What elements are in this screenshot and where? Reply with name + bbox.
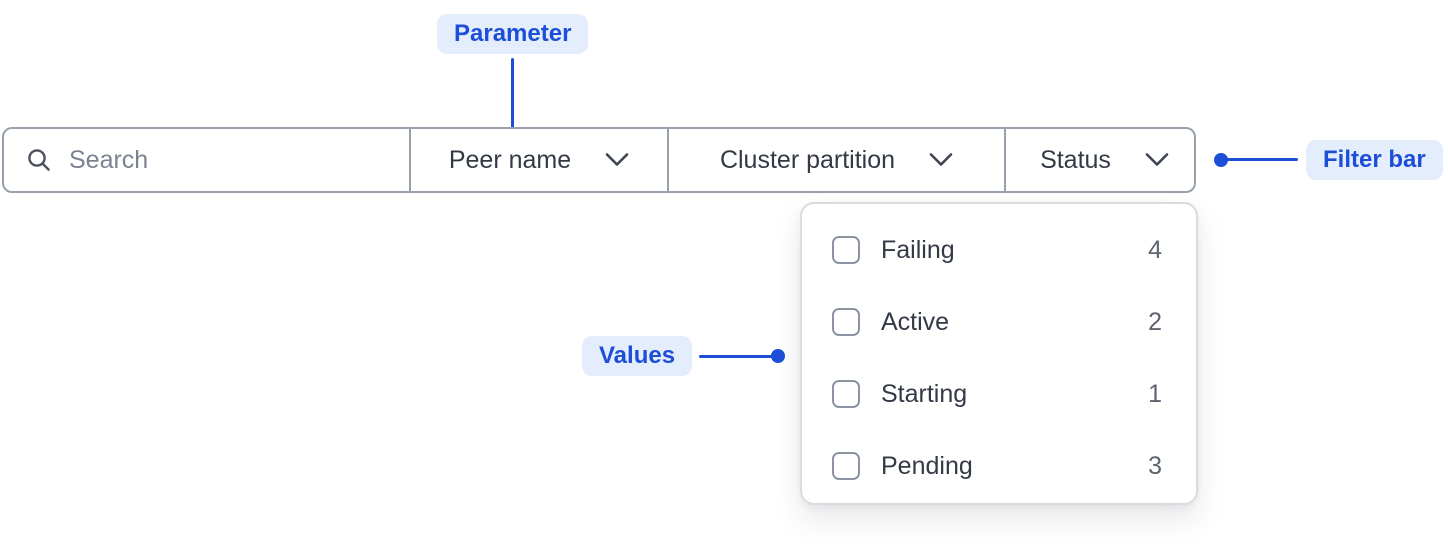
status-dropdown-panel: Failing 4 Active 2 Starting 1 Pending 3 [800, 202, 1198, 505]
option-count: 2 [1148, 307, 1162, 336]
option-label: Active [881, 307, 950, 336]
filter-bar-annotation-badge: Filter bar [1306, 140, 1443, 180]
peer-name-dropdown-button[interactable]: Peer name [409, 129, 667, 191]
option-count: 1 [1148, 379, 1162, 408]
filter-bar-connector-line [1226, 158, 1298, 161]
chevron-down-icon [1145, 153, 1169, 166]
active-checkbox[interactable] [832, 308, 860, 336]
chevron-down-icon [929, 153, 953, 166]
option-label: Starting [881, 379, 968, 408]
option-count: 4 [1148, 235, 1162, 264]
cluster-partition-dropdown-button[interactable]: Cluster partition [667, 129, 1004, 191]
status-option-active[interactable]: Active 2 [832, 286, 1162, 358]
filter-bar: Peer name Cluster partition Status [2, 127, 1196, 193]
failing-checkbox[interactable] [832, 236, 860, 264]
status-option-pending[interactable]: Pending 3 [832, 430, 1162, 502]
status-dropdown-button[interactable]: Status [1004, 129, 1203, 191]
status-option-failing[interactable]: Failing 4 [832, 214, 1162, 286]
values-connector-line [699, 355, 773, 358]
values-annotation-badge: Values [582, 336, 693, 376]
option-label: Failing [881, 235, 955, 264]
starting-checkbox[interactable] [832, 380, 860, 408]
chevron-down-icon [605, 153, 629, 166]
option-count: 3 [1148, 451, 1162, 480]
status-option-starting[interactable]: Starting 1 [832, 358, 1162, 430]
peer-name-dropdown-label: Peer name [448, 145, 572, 174]
option-label: Pending [881, 451, 973, 480]
search-input[interactable] [69, 145, 391, 175]
cluster-partition-dropdown-label: Cluster partition [719, 145, 896, 174]
filter-bar-connector-dot [1214, 153, 1228, 167]
values-connector-dot [771, 349, 785, 363]
search-icon [28, 149, 50, 171]
pending-checkbox[interactable] [832, 452, 860, 480]
parameter-annotation-badge: Parameter [437, 14, 589, 54]
parameter-connector-line [511, 58, 514, 136]
status-dropdown-label: Status [1040, 145, 1111, 174]
search-field[interactable] [4, 129, 409, 191]
